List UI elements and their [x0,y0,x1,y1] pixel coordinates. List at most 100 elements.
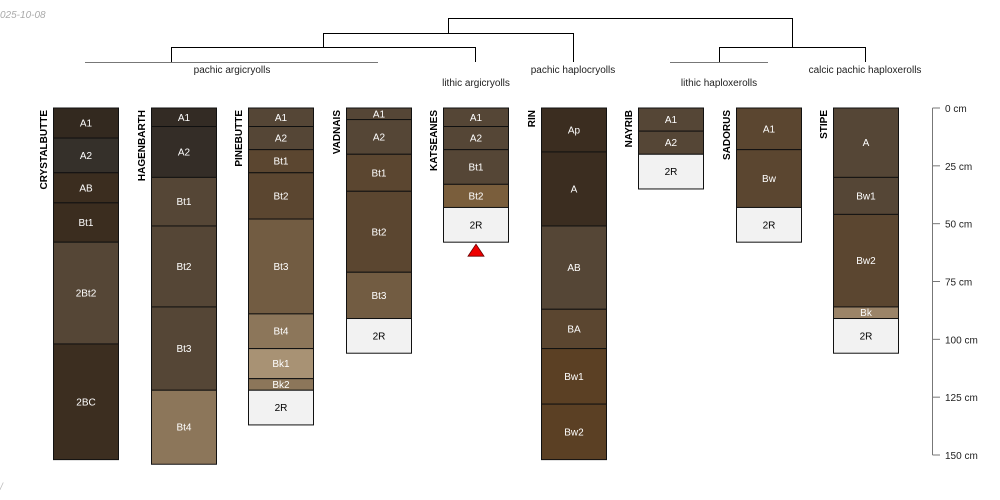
horizon-label: 2R [275,403,288,414]
horizon [248,389,314,426]
horizon-label: Bk [860,308,873,319]
horizon-label: A1 [373,109,386,120]
horizon-label: Bt2 [176,262,191,273]
horizon-label: A [863,138,870,149]
horizon [736,149,802,208]
horizon-label: Bt2 [273,191,288,202]
horizon-label: Bw2 [564,427,584,438]
horizon-label: Bt4 [273,327,288,338]
horizon-label: Bt1 [273,157,288,168]
horizon-label: Bw1 [856,191,876,202]
corner-mark: / [0,482,4,493]
horizon [248,218,314,315]
horizon [541,151,607,227]
profile-id: CRYSTALBUTTE [39,110,50,190]
horizon-label: Bw [762,174,777,185]
horizon [248,172,314,220]
profile-id: STIPE [819,110,830,139]
horizon-label: A1 [763,124,776,135]
horizon-label: AB [79,183,93,194]
dendrogram [85,18,866,63]
horizon-label: 2BC [76,397,95,408]
truncation-marker-icon [467,243,485,257]
horizon [248,313,314,350]
horizon [833,213,899,308]
dendro-branch [719,47,866,62]
horizon [151,389,217,465]
profile-id: RIN [527,110,538,127]
horizon-label: Bt1 [371,168,386,179]
horizon [833,107,899,178]
horizon [53,137,119,174]
depth-tick-label: 75 cm [945,278,972,289]
depth-axis: 0 cm 25 cm 50 cm 75 cm 100 cm 125 cm 150 cm [932,104,978,462]
horizon [833,318,899,354]
horizon-label: Bt3 [176,344,191,355]
horizon-label: A2 [665,138,678,149]
horizon-label: BA [567,324,581,335]
horizon [541,107,607,153]
horizon [443,206,509,243]
depth-tick-label: 150 cm [945,451,978,462]
horizon-label: Bt1 [176,197,191,208]
horizon-label: 2Bt2 [76,289,97,300]
horizon-label: Bt2 [468,191,483,202]
horizon-label: A1 [80,119,93,130]
horizon-label: Bw1 [564,372,584,383]
horizon-label: 2R [763,220,776,231]
horizon-label: Bt2 [371,227,386,238]
depth-tick-label: 125 cm [945,393,978,404]
horizon-label: 2R [860,331,873,342]
profile-id: SADORUS [722,110,733,160]
horizon [151,306,217,391]
horizon [346,318,412,354]
profile-id: HAGENBARTH [137,110,148,181]
depth-tick-label: 100 cm [945,335,978,346]
horizon-label: A1 [275,113,288,124]
depth-tick-label: 0 cm [945,104,967,115]
depth-tick-label: 50 cm [945,220,972,231]
horizon-label: A2 [275,134,288,145]
horizon-label: Bt4 [176,423,191,434]
depth-tick-label: 25 cm [945,162,972,173]
dendro-branch [448,18,793,47]
profile-id: NAYRIB [624,110,635,147]
group-label: pachic argicryolls [194,65,271,76]
horizon [736,107,802,151]
horizon-label: Bk2 [272,380,290,391]
horizon-label: A2 [178,147,191,158]
horizon-label: Bk1 [272,359,290,370]
horizon [638,153,704,190]
horizon [53,343,119,461]
horizon-label: Bw2 [856,256,876,267]
dendro-branch [323,33,574,62]
horizon [346,190,412,273]
group-label: pachic haplocryolls [531,65,616,76]
horizon-label: A [571,184,578,195]
horizon-label: A1 [665,115,678,126]
horizon [53,172,119,204]
horizon-label: A2 [80,151,93,162]
horizon-label: Bt1 [468,162,483,173]
horizon-label: A1 [470,113,483,124]
horizon [346,271,412,320]
horizon-label: Ap [568,125,581,136]
horizon [541,308,607,350]
horizon [346,153,412,192]
date-stamp: 025-10-08 [0,10,46,21]
horizon-label: Bt3 [273,262,288,273]
horizon [833,176,899,215]
horizon-label: 2R [470,220,483,231]
horizon [248,348,314,380]
